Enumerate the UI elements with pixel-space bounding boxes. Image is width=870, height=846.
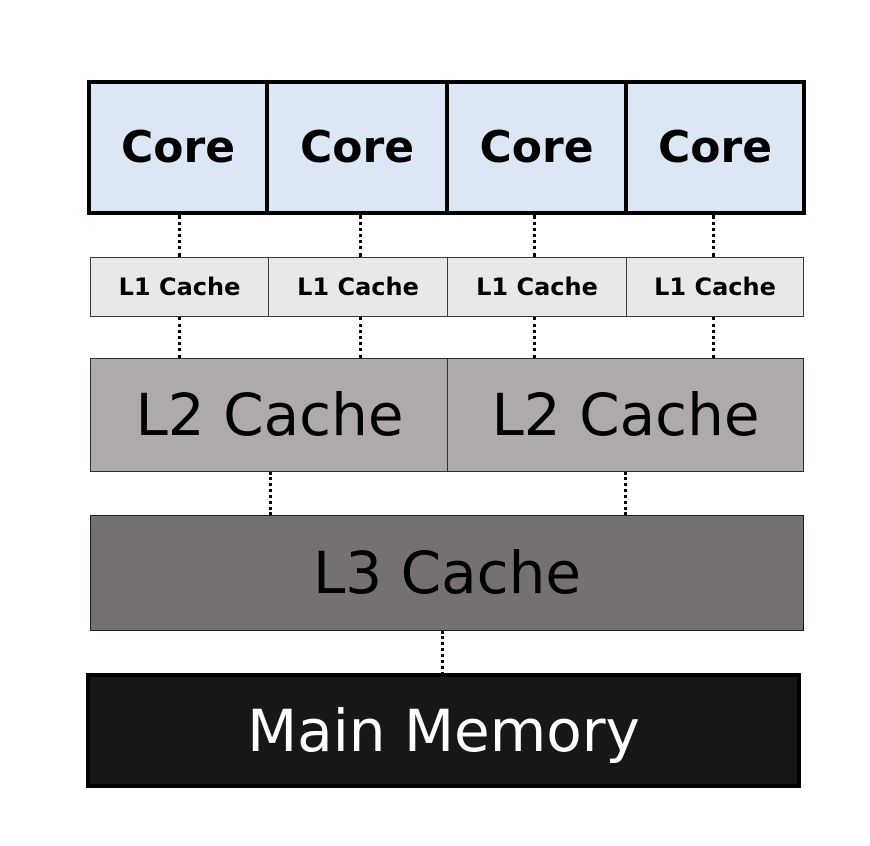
connector-core-l1-2 xyxy=(533,215,536,257)
l2-cache-0: L2 Cache xyxy=(90,358,449,472)
connector-l1-l2-1 xyxy=(359,317,362,358)
connector-l2-l3-0 xyxy=(269,472,272,515)
l1-cache-2: L1 Cache xyxy=(447,257,627,317)
core-1: Core xyxy=(265,80,449,215)
l1-cache-1: L1 Cache xyxy=(268,257,448,317)
core-3: Core xyxy=(624,80,806,215)
connector-l1-l2-2 xyxy=(533,317,536,358)
connector-core-l1-3 xyxy=(712,215,715,257)
connector-core-l1-0 xyxy=(178,215,181,257)
main-memory: Main Memory xyxy=(86,673,801,788)
l1-cache-3: L1 Cache xyxy=(626,257,804,317)
connector-l1-l2-0 xyxy=(178,317,181,358)
l1-cache-0: L1 Cache xyxy=(90,257,269,317)
connector-l2-l3-1 xyxy=(624,472,627,515)
connector-core-l1-1 xyxy=(359,215,362,257)
l3-cache: L3 Cache xyxy=(90,515,804,631)
core-2: Core xyxy=(445,80,628,215)
connector-l3-memory xyxy=(441,631,444,711)
connector-l1-l2-3 xyxy=(712,317,715,358)
core-0: Core xyxy=(87,80,269,215)
l2-cache-1: L2 Cache xyxy=(447,358,804,472)
